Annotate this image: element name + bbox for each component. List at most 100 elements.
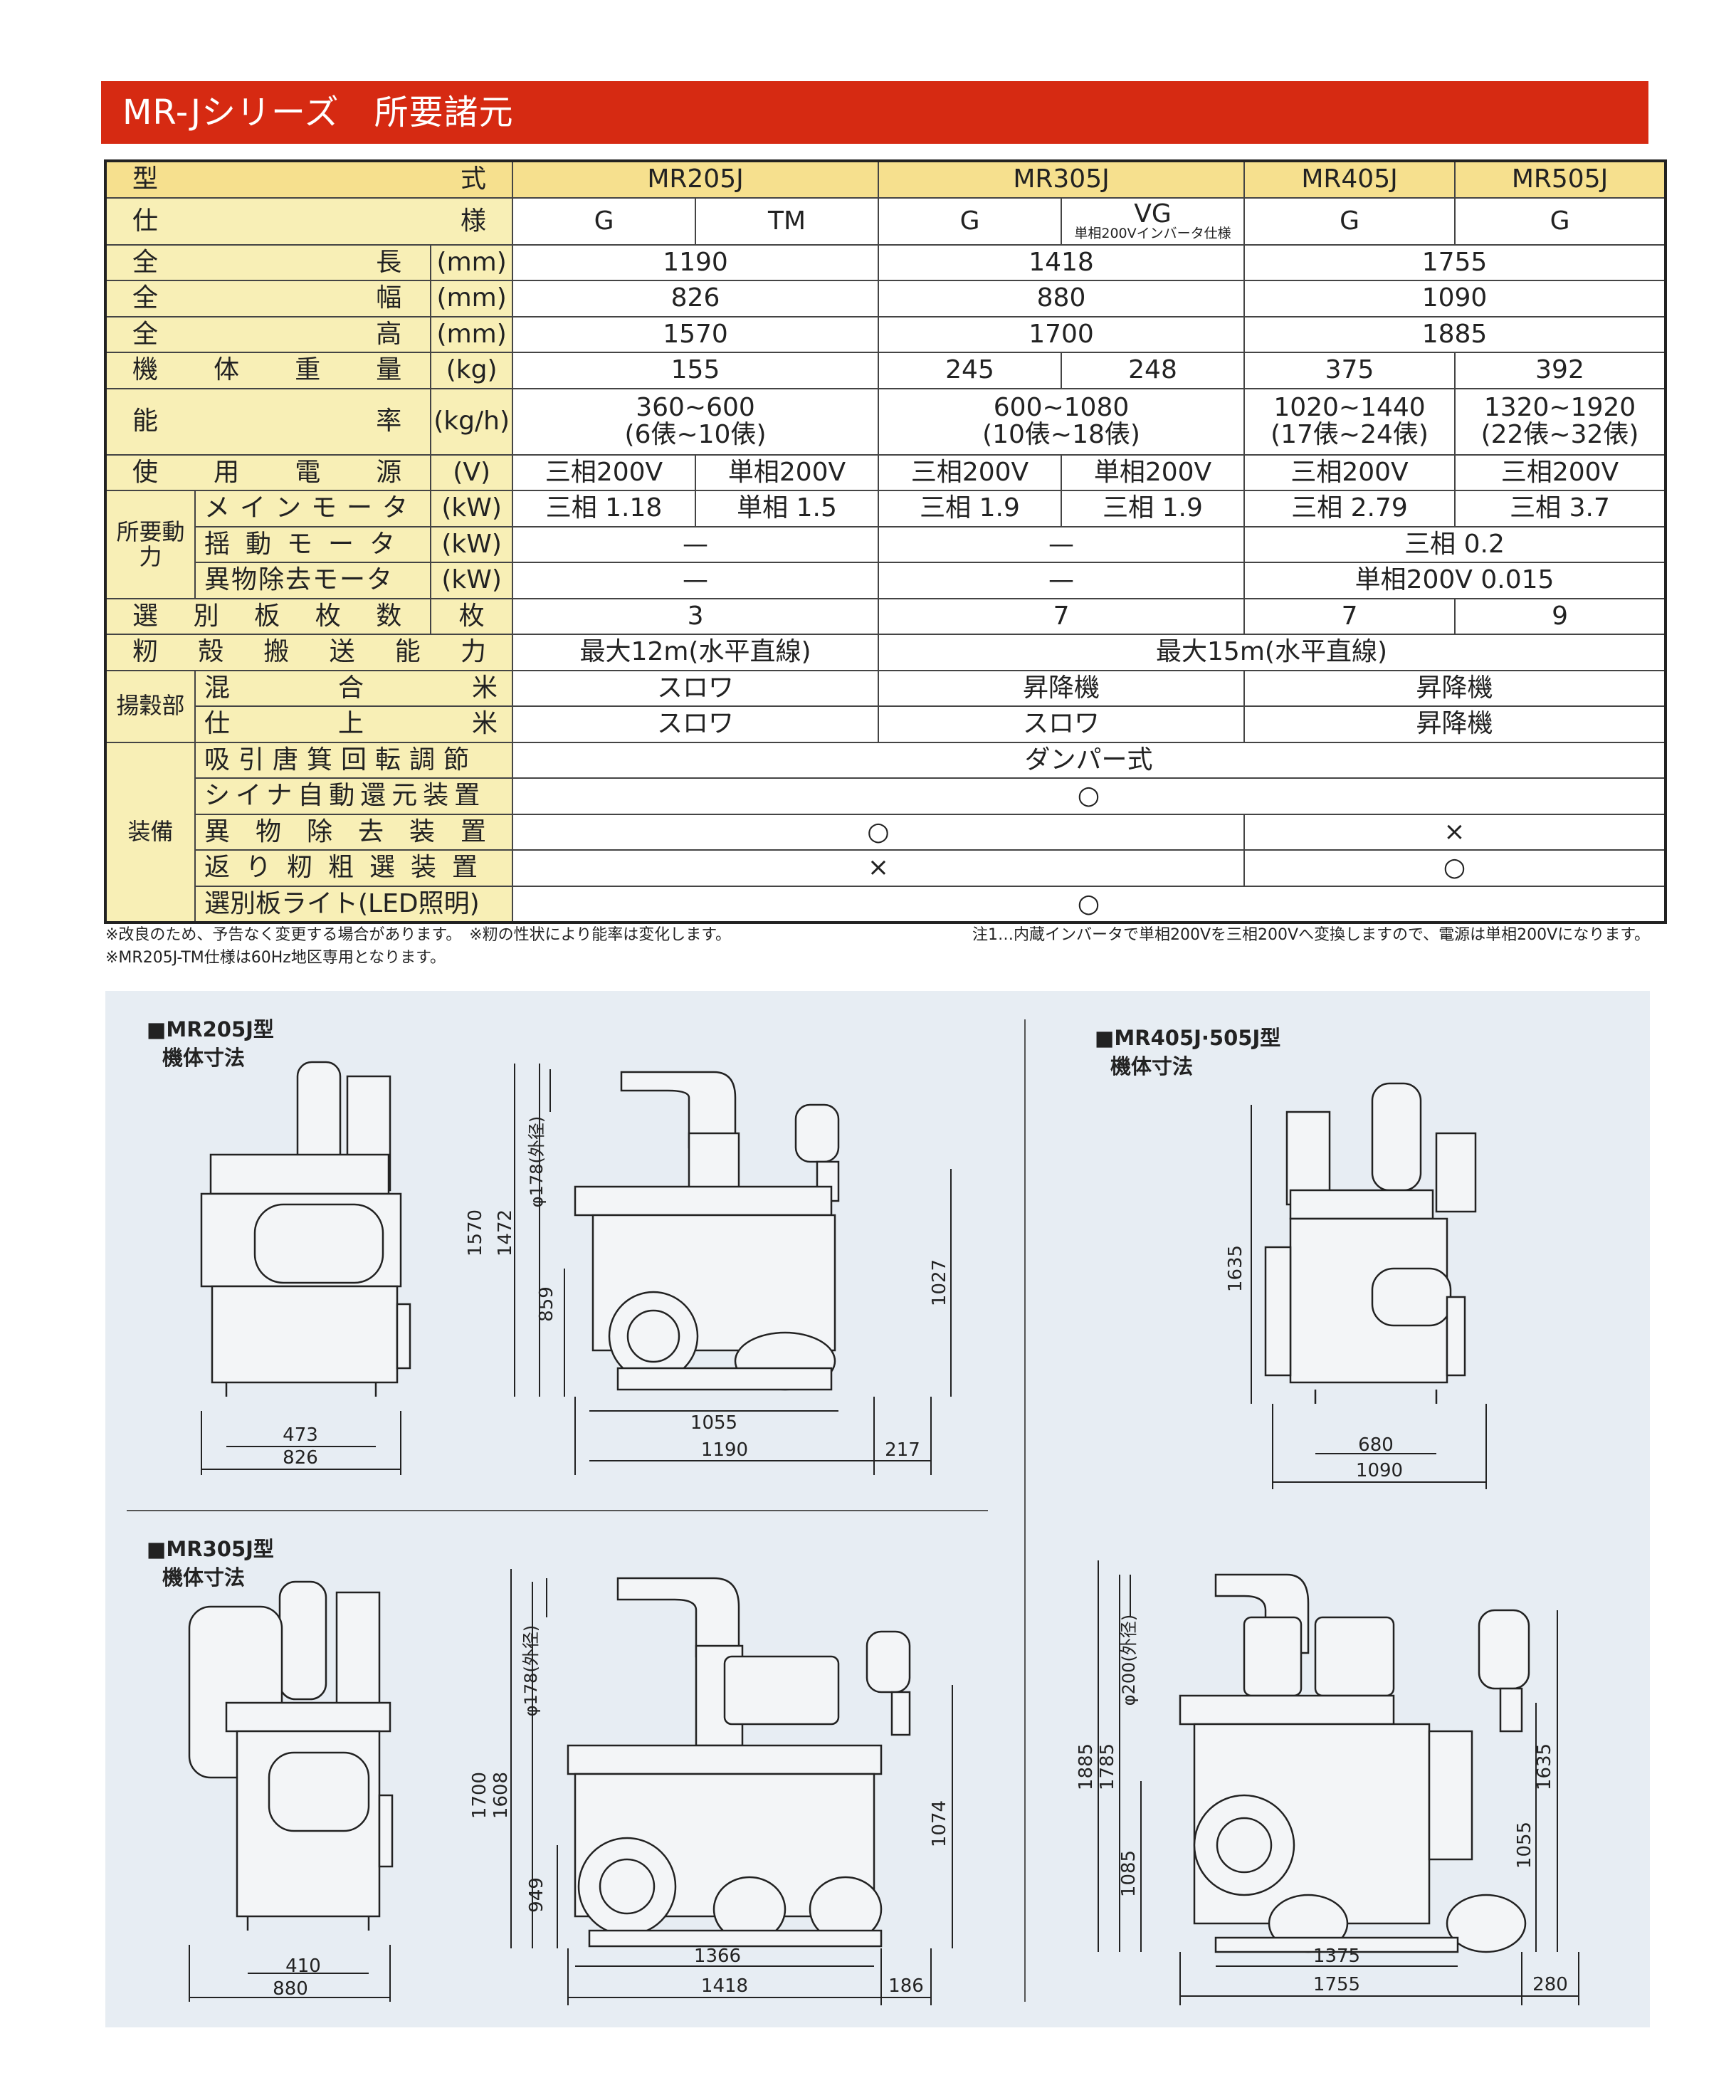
row-foreign-device: 異物除去装置 ○ × (105, 813, 1667, 851)
row-foreign-motor: 異物除去モータ (kW) — — 単相200V 0.015 (105, 562, 1667, 599)
cell: 最大15m(水平直線) (878, 634, 1667, 671)
mr205-title: ■MR205J型機体寸法 (147, 1017, 274, 1070)
cell: 392 (1454, 352, 1667, 389)
mr205-side-view (574, 1071, 840, 1391)
cell: — (512, 562, 880, 599)
mr405-front-dims (1251, 1105, 1487, 1489)
cell: 155 (512, 352, 880, 389)
mr305-front-view (188, 1580, 394, 1931)
mr205-dim-217: 217 (885, 1439, 920, 1461)
cell: — (878, 525, 1246, 563)
mr305-title: ■MR305J型機体寸法 (147, 1537, 274, 1590)
cell: 375 (1243, 352, 1456, 389)
cell: 三相200V (512, 453, 697, 491)
mr205-dim-1570: 1570 (465, 1209, 486, 1256)
cell: 三相 3.7 (1454, 490, 1667, 527)
cell: 三相 2.79 (1243, 490, 1456, 527)
vg-note: 単相200Vインバータ仕様 (1074, 226, 1231, 242)
mr305-dim-186: 186 (888, 1975, 924, 1997)
unit: (kW) (430, 525, 514, 563)
mr205-front-dims (201, 1411, 401, 1475)
cell: G (512, 196, 697, 246)
mr405-dim-680: 680 (1358, 1434, 1394, 1456)
cell: × (1243, 813, 1667, 851)
mr305-side-dims (510, 1569, 953, 2005)
row-finished: 仕上米 スロワ スロワ 昇降機 (105, 705, 1667, 743)
label-finished: 仕上米 (194, 705, 514, 743)
model-mr305j: MR305J (878, 160, 1246, 199)
cell: 1090 (1243, 280, 1667, 317)
row-main-motor: 所要動力 メインモータ (kW) 三相 1.18 単相 1.5 三相 1.9 三… (105, 490, 1667, 599)
unit: (kg/h) (430, 387, 514, 456)
label-power: 使用電源 (104, 453, 432, 491)
dimension-drawings-panel: ■MR205J型機体寸法 ■MR405J·505J型機体寸法 ■MR305J型機… (105, 991, 1650, 2027)
cell: 三相 1.18 (512, 490, 697, 527)
label-led: 選別板ライト(LED照明) (194, 885, 514, 923)
label-weight: 機体重量 (104, 352, 432, 389)
mr405-dim-1785: 1785 (1097, 1743, 1118, 1790)
label-motor-group: 所要動力 (105, 490, 196, 599)
spec-table: 型式 MR205J MR305J MR405J MR505J 仕様 G TM G… (104, 159, 1668, 924)
notes: ※改良のため、予告なく変更する場合があります。 ※籾の性状により能率は変化します… (105, 924, 1650, 970)
cell: 昇降機 (1243, 669, 1667, 707)
row-return-device: 返り籾粗選装置 × ○ (105, 849, 1667, 887)
unit: (mm) (430, 280, 514, 317)
cell: 単相200V (1061, 453, 1246, 491)
cell: スロワ (878, 705, 1246, 743)
row-height: 全高 (mm) 1570 1700 1885 (104, 315, 1667, 353)
cell: — (512, 525, 880, 563)
mr205-dim-1190: 1190 (701, 1439, 748, 1461)
row-suction: 装備 吸引唐箕回転調節 ダンパー式 (105, 741, 1667, 923)
mr205-dim-473: 473 (283, 1424, 318, 1446)
cell: TM (695, 196, 880, 246)
row-power: 使用電源 (V) 三相200V 単相200V 三相200V 単相200V 三相2… (104, 453, 1667, 491)
unit: (kW) (430, 562, 514, 599)
mr405-dim-1755: 1755 (1313, 1974, 1360, 1995)
cell: 最大12m(水平直線) (512, 634, 880, 671)
row-width: 全幅 (mm) 826 880 1090 (104, 280, 1667, 317)
model-mr505j: MR505J (1454, 160, 1667, 199)
mr205-dim-1472: 1472 (495, 1209, 516, 1256)
cell: スロワ (512, 705, 880, 743)
row-husk: 籾殻搬送能力 最大12m(水平直線) 最大15m(水平直線) (104, 634, 1667, 671)
row-shiina: シイナ自動還元装置 ○ (105, 777, 1667, 815)
cell: 三相 1.9 (1061, 490, 1246, 527)
cell: 3 (512, 597, 880, 635)
mr305-dim-949: 949 (526, 1877, 547, 1913)
unit: (mm) (430, 315, 514, 353)
cell: G (1243, 196, 1456, 246)
row-capacity: 能率 (kg/h) 360~600(6俵~10俵) 600~1080(10俵~1… (104, 387, 1667, 456)
cell: 1570 (512, 315, 880, 353)
label-width: 全幅 (104, 280, 432, 317)
cell: 昇降機 (1243, 705, 1667, 743)
unit: 枚 (430, 597, 514, 635)
mr205-front-view (200, 1061, 411, 1397)
unit: (kW) (430, 490, 514, 527)
label-height: 全高 (104, 315, 432, 353)
cell: ○ (512, 777, 1667, 815)
drawings-svg: 473 826 1570 1472 859 (127, 1019, 1579, 2005)
cell: G (878, 196, 1063, 246)
row-weight: 機体重量 (kg) 155 245 248 375 392 (104, 352, 1667, 389)
row-led: 選別板ライト(LED照明) ○ (105, 885, 1667, 923)
cell: 三相200V (878, 453, 1063, 491)
mr205-side-dims (514, 1064, 952, 1475)
cell: ○ (1243, 849, 1667, 887)
cell: 単相200V (695, 453, 880, 491)
cell: 1320~1920(22俵~32俵) (1454, 387, 1667, 456)
cell: 1418 (878, 243, 1246, 281)
mr405-dim-280: 280 (1532, 1974, 1568, 1995)
page-title: MR-Jシリーズ 所要諸元 (101, 81, 1648, 144)
cell: × (512, 849, 1246, 887)
cell: 三相200V (1243, 453, 1456, 491)
mr205-dim-1055: 1055 (690, 1412, 737, 1434)
cell: 360~600(6俵~10俵) (512, 387, 880, 456)
row-mixed: 揚穀部 混合米 スロワ 昇降機 昇降機 (105, 669, 1667, 743)
cell: 昇降機 (878, 669, 1246, 707)
label-length: 全長 (104, 243, 432, 281)
unit: (V) (430, 453, 514, 491)
label-shake-motor: 揺動モータ (194, 525, 432, 563)
cell: 単相200V 0.015 (1243, 562, 1667, 599)
mr305-front-dims (189, 1945, 391, 2002)
unit: (kg) (430, 352, 514, 389)
